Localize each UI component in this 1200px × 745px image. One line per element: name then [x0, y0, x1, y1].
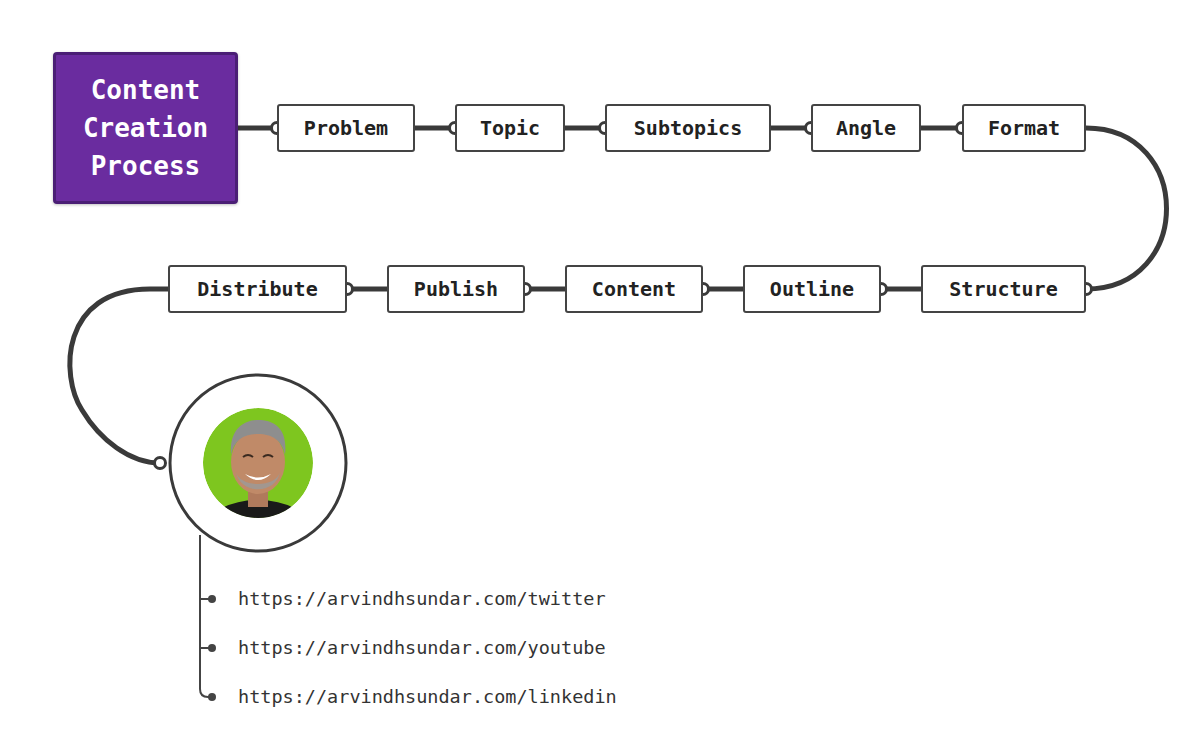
step-label: Topic [480, 116, 540, 140]
step-label: Publish [414, 277, 498, 301]
step-label: Content [592, 277, 676, 301]
process-box: Content [565, 265, 703, 313]
avatar-ring [170, 375, 346, 551]
step-label: Problem [304, 116, 388, 140]
process-box: Angle [811, 104, 921, 152]
process-box: Publish [387, 265, 525, 313]
url-label: https://arvindhsundar.com/youtube [238, 636, 606, 660]
process-box: Distribute [168, 265, 347, 313]
url-label: https://arvindhsundar.com/twitter [238, 587, 606, 611]
process-box: Outline [743, 265, 881, 313]
process-box: Subtopics [605, 104, 771, 152]
step-label: Distribute [197, 277, 317, 301]
process-box: Problem [277, 104, 415, 152]
process-box: Format [962, 104, 1086, 152]
wire-end-dot [155, 458, 166, 469]
bullet-dot [208, 693, 216, 701]
link-tree [200, 535, 212, 697]
process-box: Topic [455, 104, 565, 152]
url-label: https://arvindhsundar.com/linkedin [238, 685, 617, 709]
process-box: Structure [921, 265, 1086, 313]
step-label: Subtopics [634, 116, 742, 140]
bullet-dot [208, 595, 216, 603]
title-text: Content Creation Process [66, 71, 225, 185]
avatar-wire [70, 289, 168, 463]
step-label: Format [988, 116, 1060, 140]
avatar-photo [203, 408, 313, 556]
title-box: Content Creation Process [53, 52, 238, 204]
step-label: Outline [770, 277, 854, 301]
step-label: Structure [949, 277, 1057, 301]
step-label: Angle [836, 116, 896, 140]
connector-line [1086, 128, 1167, 289]
bullet-dot [208, 644, 216, 652]
